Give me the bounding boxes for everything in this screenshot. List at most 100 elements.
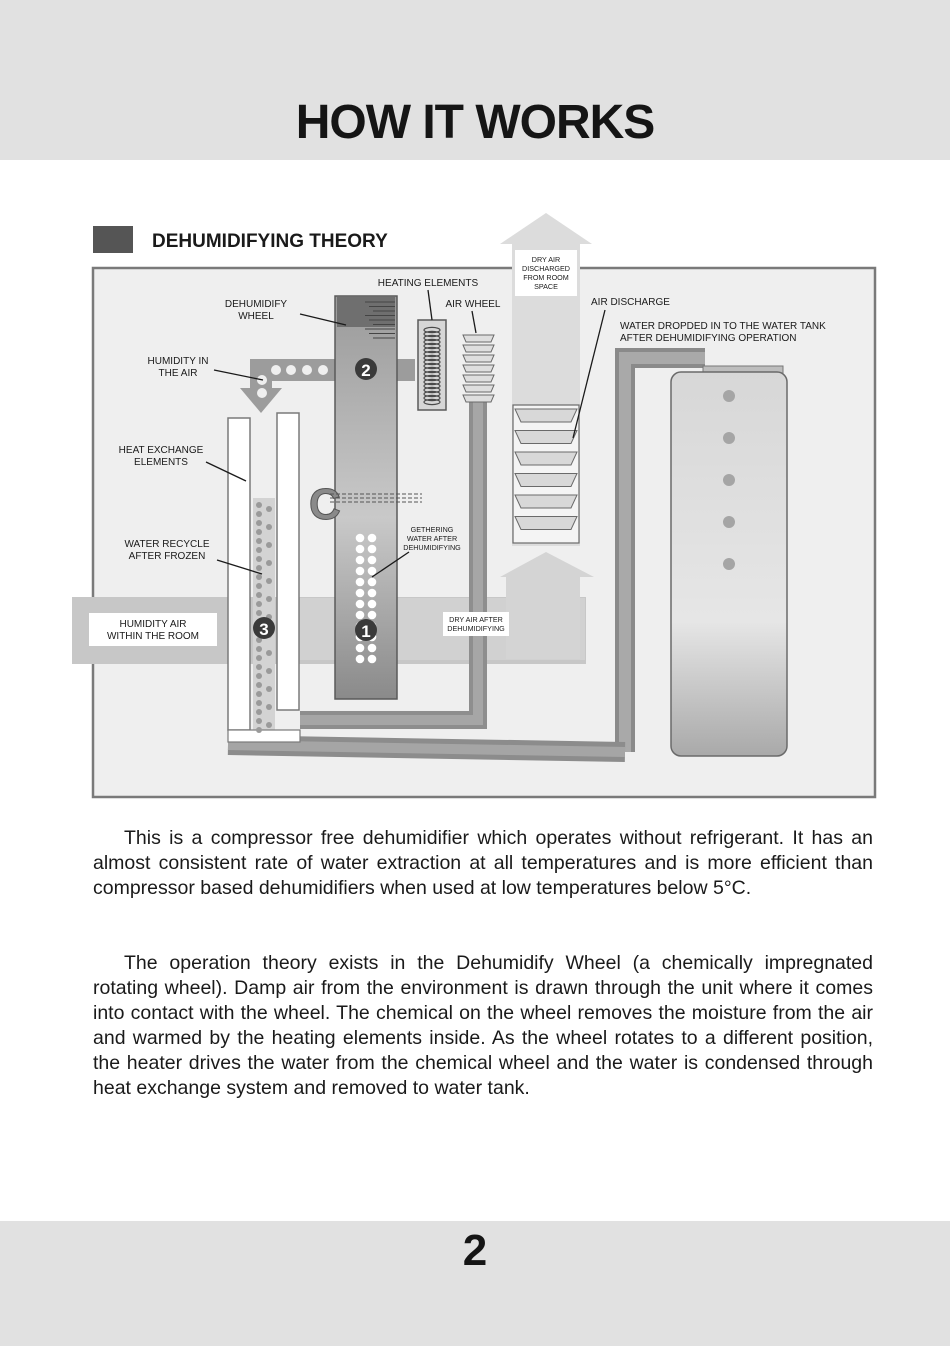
coil-loop <box>423 346 441 354</box>
coil-loop <box>423 386 441 394</box>
air-discharge-fin <box>514 473 578 487</box>
coil-loop <box>423 326 441 334</box>
recycle-dot <box>266 542 272 548</box>
water-dot <box>355 643 365 653</box>
dry-air-after-label: DRY AIR AFTER DEHUMIDIFYING <box>447 615 505 633</box>
air-wheel-fin <box>462 344 495 353</box>
marker-1: 1 <box>355 619 377 641</box>
water-dot <box>355 566 365 576</box>
gathering-water-dots <box>355 533 377 664</box>
humidity-air-room-line-1: HUMIDITY AIR <box>119 619 186 630</box>
recycle-dot <box>266 596 272 602</box>
dry-air-discharged-line-4: SPACE <box>534 282 558 291</box>
marker-3-label: 3 <box>259 620 268 639</box>
water-dot <box>355 544 365 554</box>
water-dot <box>367 643 377 653</box>
recycle-dot <box>266 668 272 674</box>
water-recycle-label: WATER RECYCLE AFTER FROZEN <box>124 539 209 562</box>
humidity-air-room-box <box>89 613 217 646</box>
air-wheel-fin <box>462 364 495 373</box>
water-dot <box>355 599 365 609</box>
humidity-in-air-label: HUMIDITY IN THE AIR <box>148 356 209 379</box>
recycle-dot <box>256 655 262 661</box>
coil-loop <box>423 342 441 350</box>
leader-lines <box>205 289 606 578</box>
dry-air-discharged-line-3: FROM ROOM <box>523 273 569 282</box>
body-paragraph-2: The operation theory exists in the Dehum… <box>93 952 873 1099</box>
recycle-dot <box>256 709 262 715</box>
recycle-dot <box>266 686 272 692</box>
marker-1-label: 1 <box>361 622 370 641</box>
recycle-dot <box>256 502 262 508</box>
water-dot <box>355 533 365 543</box>
recycle-dot <box>256 718 262 724</box>
water-recycle-line-1: WATER RECYCLE <box>124 539 209 550</box>
recycle-dot <box>256 673 262 679</box>
water-dot <box>367 599 377 609</box>
air-discharge-fin <box>514 494 578 509</box>
heat-exchange-line-2: ELEMENTS <box>134 457 188 468</box>
dehumidify-wheel-line-2: WHEEL <box>238 311 274 322</box>
water-dropped-line-1: WATER DROPDED IN TO THE WATER TANK <box>620 321 826 332</box>
coil-loop <box>423 394 441 402</box>
gathering-water-line-2: WATER AFTER <box>407 534 457 543</box>
page-title: HOW IT WORKS <box>295 96 656 149</box>
page-number: 2 <box>462 1226 488 1275</box>
water-dot <box>367 555 377 565</box>
dry-air-up-arrow <box>500 552 594 659</box>
coil-loop <box>423 378 441 386</box>
coil-loop <box>423 366 441 374</box>
coil-loop <box>423 390 441 398</box>
water-recycle-line-2: AFTER FROZEN <box>129 551 206 562</box>
recycle-dot <box>256 646 262 652</box>
coil-loop <box>423 374 441 382</box>
humidity-in-air-line-2: THE AIR <box>159 368 198 379</box>
water-dot <box>355 555 365 565</box>
recycle-dot <box>256 574 262 580</box>
gathering-water-label: GETHERING WATER AFTER DEHUMIDIFYING <box>403 525 461 552</box>
air-discharge-label: AIR DISCHARGE <box>591 297 670 308</box>
recycle-dot <box>256 610 262 616</box>
recycle-dot <box>256 529 262 535</box>
dehumidifier-diagram: C 2 1 3 <box>72 213 877 799</box>
coil-loop <box>423 354 441 362</box>
marker-2-label: 2 <box>361 361 370 380</box>
marker-3: 3 <box>253 617 275 639</box>
air-discharge-fins <box>514 408 578 530</box>
coil-loop <box>423 362 441 370</box>
humidity-in-air-line-1: HUMIDITY IN <box>148 356 209 367</box>
air-discharge-fin <box>514 430 578 444</box>
heat-exchange-label: HEAT EXCHANGE ELEMENTS <box>119 445 204 468</box>
humidity-air-room-line-2: WITHIN THE ROOM <box>107 631 199 642</box>
air-wheel-fin <box>462 334 495 343</box>
recycle-dot <box>256 538 262 544</box>
heating-elements-label: HEATING ELEMENTS <box>378 278 479 289</box>
recycle-dot <box>256 682 262 688</box>
coil-loop <box>423 330 441 338</box>
recycle-dot <box>256 520 262 526</box>
recycle-dot <box>256 691 262 697</box>
marker-2: 2 <box>355 358 377 380</box>
section-title: DEHUMIDIFYING THEORY <box>152 231 388 252</box>
dehumidify-wheel-label: DEHUMIDIFY WHEEL <box>225 299 288 322</box>
water-recycle-dots <box>256 502 272 733</box>
recycle-dot <box>266 704 272 710</box>
svg-text:C: C <box>309 480 341 529</box>
recycle-dot <box>256 565 262 571</box>
water-dot <box>355 610 365 620</box>
coil-loop <box>423 358 441 366</box>
air-discharge-fin <box>514 451 578 466</box>
air-wheel-label: AIR WHEEL <box>445 299 500 310</box>
water-pipes <box>227 348 705 762</box>
air-wheel-fin <box>462 354 495 363</box>
water-dot <box>355 577 365 587</box>
recycle-dot <box>266 650 272 656</box>
coil-loop <box>423 398 441 406</box>
header-band <box>0 0 950 160</box>
recycle-dot <box>256 664 262 670</box>
water-tank <box>670 365 788 757</box>
recycle-dot <box>256 727 262 733</box>
water-dot <box>367 588 377 598</box>
water-dot <box>367 610 377 620</box>
recycle-dot <box>256 547 262 553</box>
